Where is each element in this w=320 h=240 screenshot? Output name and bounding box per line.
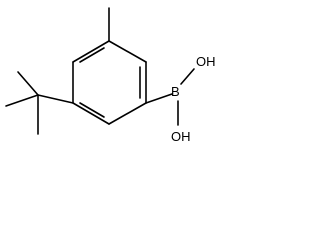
ring-bond: [72, 102, 110, 125]
boron-oxygen-bond-top: [180, 68, 195, 85]
carbon-boron-bond: [145, 93, 173, 104]
ring-bond: [72, 40, 110, 63]
ring-double-bond-inner: [79, 102, 105, 118]
boronic-acid-group: B OH OH: [145, 54, 216, 144]
ring-bond: [108, 102, 147, 125]
tert-butyl-methyl-bond: [5, 94, 39, 107]
tert-butyl-attachment-bond: [37, 94, 74, 104]
tert-butyl-group: [5, 71, 74, 135]
benzene-ring: [72, 40, 147, 125]
ring-bond: [108, 40, 147, 63]
hydroxyl-label-top: OH: [196, 54, 216, 69]
ring-double-bond-inner: [79, 47, 105, 63]
chemical-structure-diagram: B OH OH: [5, 7, 216, 144]
boron-atom-label: B: [171, 84, 180, 99]
tert-butyl-methyl-bond: [17, 71, 39, 96]
hydroxyl-label-bottom: OH: [171, 129, 191, 144]
